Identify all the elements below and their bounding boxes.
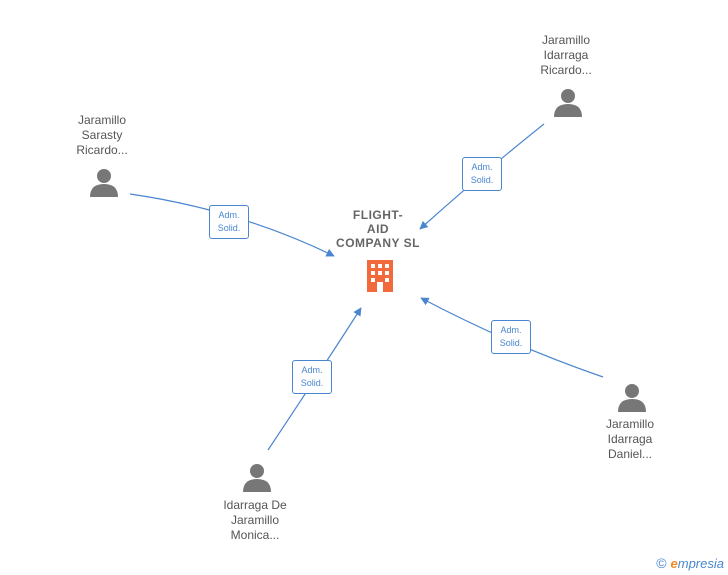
person-icon[interactable]: [89, 168, 119, 198]
building-icon[interactable]: [364, 258, 396, 292]
relation-badge[interactable]: Adm. Solid.: [462, 157, 502, 191]
relation-badge[interactable]: Adm. Solid.: [209, 205, 249, 239]
company-name[interactable]: FLIGHT- AID COMPANY SL: [336, 208, 420, 250]
person-label-sarasty[interactable]: Jaramillo Sarasty Ricardo...: [76, 113, 128, 157]
person-label-monica[interactable]: Idarraga De Jaramillo Monica...: [223, 498, 287, 542]
person-icon[interactable]: [242, 463, 272, 493]
person-label-ricardo[interactable]: Jaramillo Idarraga Ricardo...: [540, 33, 592, 77]
relation-badge[interactable]: Adm. Solid.: [292, 360, 332, 394]
person-icon[interactable]: [553, 88, 583, 118]
person-icon[interactable]: [617, 383, 647, 413]
copyright-icon: ©: [656, 555, 667, 571]
relation-badge[interactable]: Adm. Solid.: [491, 320, 531, 354]
person-label-daniel[interactable]: Jaramillo Idarraga Daniel...: [605, 417, 654, 461]
empresia-logo[interactable]: ©empresia: [656, 555, 724, 571]
